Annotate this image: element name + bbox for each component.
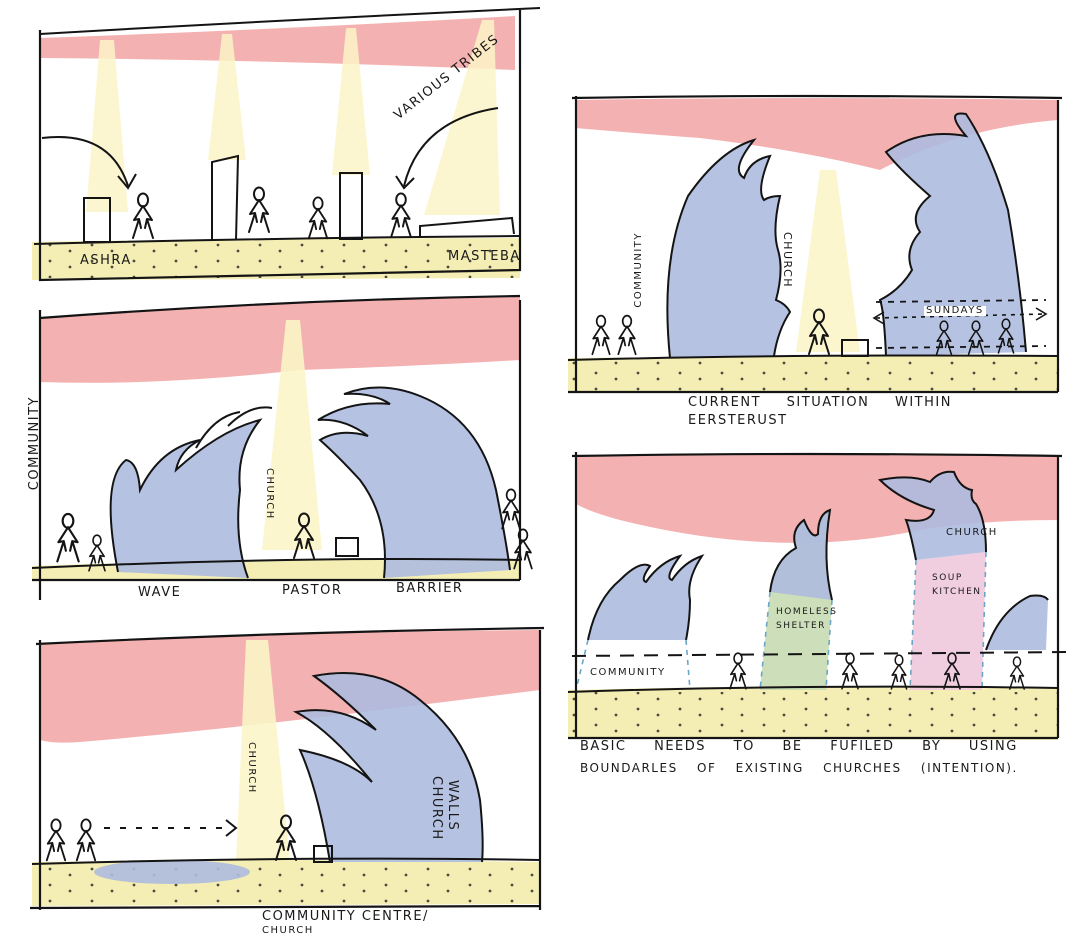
panel-5: [568, 452, 1072, 740]
community-label: COMMUNITY: [634, 232, 644, 308]
caption-line-1: COMMUNITY CENTRE/: [262, 910, 429, 923]
tower: [212, 156, 238, 240]
person-icon: [77, 819, 95, 860]
caption-line-2: CHURCH: [262, 926, 314, 936]
church-shape: [667, 140, 790, 358]
pulpit: [336, 538, 358, 556]
barrier-label: BARRIER: [396, 582, 463, 595]
wave-label: WAVE: [138, 586, 181, 599]
person-icon: [618, 316, 635, 355]
sundays-label: SUNDAYS: [924, 306, 986, 316]
church-label: CHURCH: [782, 232, 793, 288]
church-walls-label-1: CHURCH: [430, 776, 443, 841]
community-label: COMMUNITY: [28, 396, 41, 490]
sky-band: [40, 296, 520, 383]
caption-line-1: BASIC NEEDS TO BE FUFILED BY USING: [580, 740, 1018, 753]
panel-2: [32, 296, 532, 600]
masteba-label: MASTEBA: [448, 250, 521, 263]
homeless-shelter-label-2: SHELTER: [776, 622, 826, 631]
person-icon: [309, 197, 327, 238]
person-icon: [502, 489, 520, 528]
person-icon: [249, 188, 269, 233]
church-label: CHURCH: [946, 528, 998, 538]
person-icon: [514, 529, 532, 568]
person-icon: [842, 653, 858, 689]
person-icon: [1010, 657, 1024, 689]
person-icon: [133, 194, 153, 239]
person-icon: [57, 514, 78, 561]
person-icon: [47, 819, 65, 860]
caption-line-1: CURRENT SITUATION WITHIN: [688, 396, 952, 409]
church-label: CHURCH: [264, 468, 274, 520]
light-beam: [796, 170, 860, 352]
ashra-label: ASHRA: [80, 254, 132, 267]
tower: [340, 173, 362, 239]
homeless-shelter-label-1: HOMELESS: [776, 608, 837, 617]
community-label: COMMUNITY: [590, 668, 666, 678]
panel-3: [30, 628, 544, 910]
caption-line-2: BOUNDARLES OF EXISTING CHURCHES (INTENTI…: [580, 762, 1018, 774]
barrier-shape: [318, 387, 510, 578]
person-icon: [891, 655, 906, 689]
sky-band: [40, 630, 540, 743]
panel-1: [32, 8, 540, 280]
person-icon: [391, 193, 410, 236]
soup-kitchen-label-1: SOUP: [932, 574, 963, 583]
church-walls-label-2: WALLS: [446, 780, 459, 831]
caption-line-2: EERSTERUST: [688, 414, 788, 427]
person-icon: [592, 316, 609, 355]
masteba-building: [420, 218, 514, 236]
pastor-label: PASTOR: [282, 584, 342, 597]
community-pool: [94, 860, 250, 884]
person-icon: [730, 653, 746, 689]
church-label: CHURCH: [246, 742, 256, 794]
soup-kitchen-label-2: KITCHEN: [932, 588, 982, 597]
